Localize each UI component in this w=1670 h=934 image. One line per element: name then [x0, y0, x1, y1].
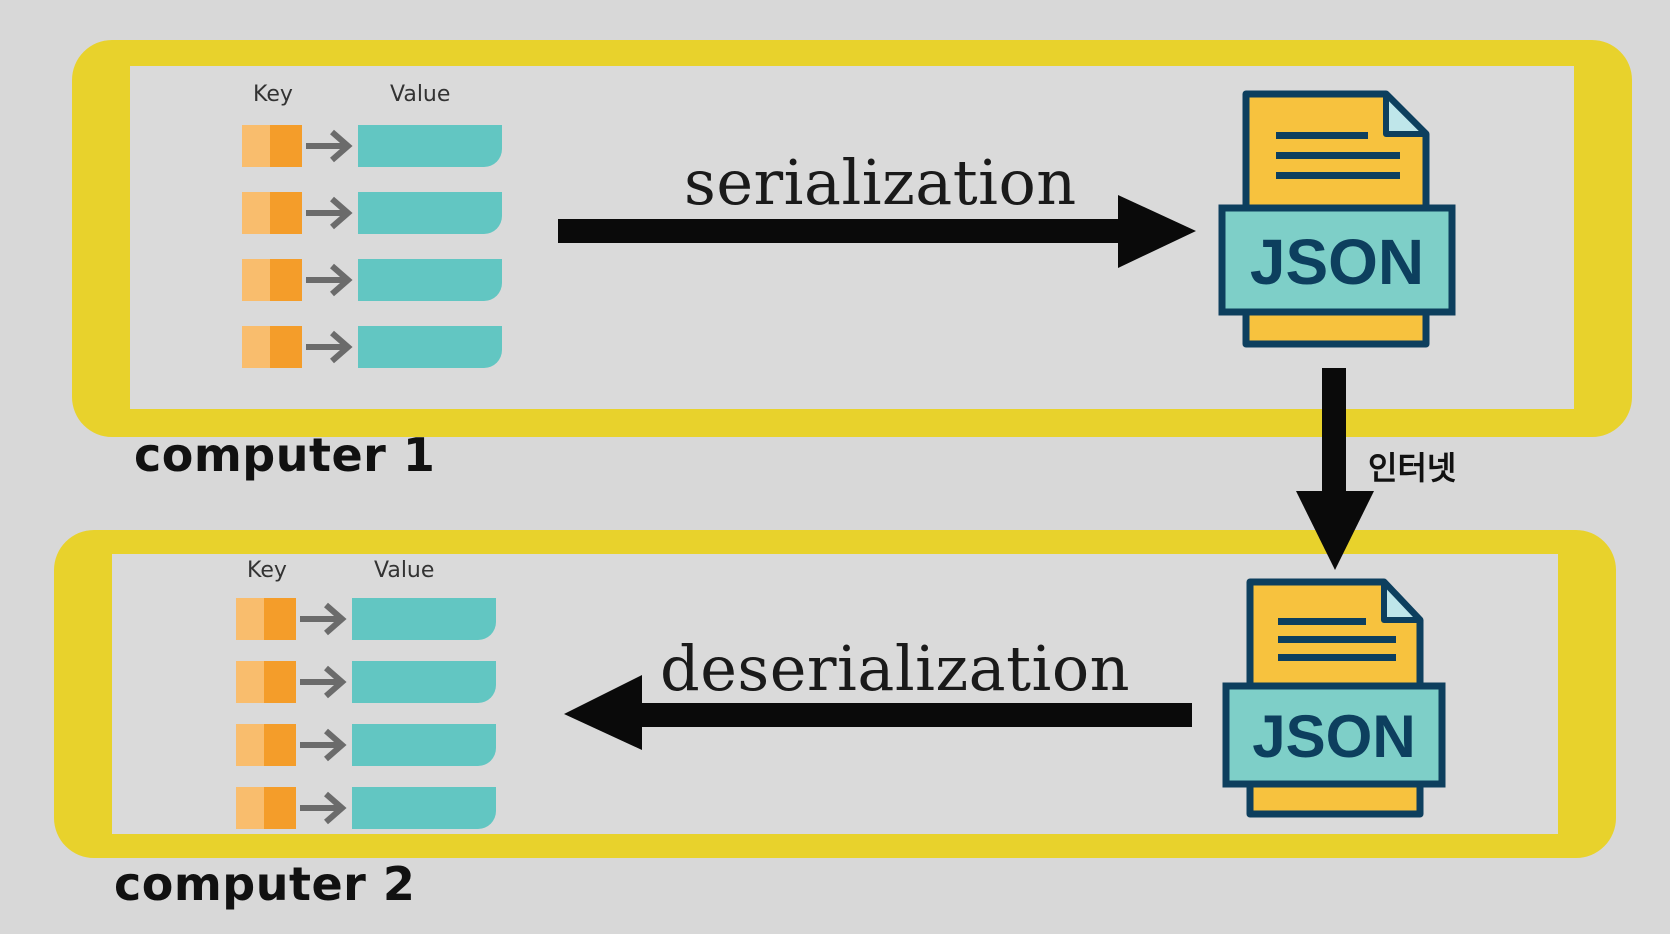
value-block: [358, 259, 502, 301]
json-icon-text: JSON: [1252, 703, 1415, 770]
arrow-right-icon: [300, 791, 347, 825]
key-header-2: Key: [247, 558, 287, 583]
arrow-right-icon: [306, 330, 353, 364]
internet-arrow-icon: [1296, 368, 1374, 570]
key-block: [236, 787, 264, 829]
value-header-1: Value: [390, 82, 451, 107]
key-block-accent: [264, 598, 296, 640]
value-block: [352, 787, 496, 829]
arrow-right-icon: [300, 665, 347, 699]
key-block: [242, 326, 270, 368]
arrow-right-icon: [300, 602, 347, 636]
key-block-accent: [264, 787, 296, 829]
key-block: [242, 259, 270, 301]
value-block: [358, 326, 502, 368]
computer-1-label: computer 1: [134, 428, 436, 482]
key-block-accent: [270, 192, 302, 234]
key-header-1: Key: [253, 82, 293, 107]
key-block: [242, 192, 270, 234]
arrow-right-icon: [306, 263, 353, 297]
deserialization-arrow-icon: [564, 675, 1192, 750]
value-block: [358, 192, 502, 234]
deserialization-label: deserialization: [660, 632, 1131, 705]
key-block-accent: [270, 326, 302, 368]
key-block-accent: [270, 125, 302, 167]
serialization-arrow-icon: [558, 195, 1196, 268]
arrow-right-icon: [300, 728, 347, 762]
serialization-label: serialization: [684, 146, 1077, 219]
arrow-right-icon: [306, 129, 353, 163]
value-block: [358, 125, 502, 167]
value-block: [352, 724, 496, 766]
key-block: [242, 125, 270, 167]
key-block: [236, 724, 264, 766]
key-block-accent: [270, 259, 302, 301]
key-block: [236, 598, 264, 640]
arrow-right-icon: [306, 196, 353, 230]
key-block: [236, 661, 264, 703]
key-block-accent: [264, 661, 296, 703]
computer-2-label: computer 2: [114, 857, 416, 911]
value-header-2: Value: [374, 558, 435, 583]
internet-label: 인터넷: [1368, 449, 1457, 487]
value-block: [352, 661, 496, 703]
key-block-accent: [264, 724, 296, 766]
value-block: [352, 598, 496, 640]
json-icon-text: JSON: [1250, 226, 1424, 298]
